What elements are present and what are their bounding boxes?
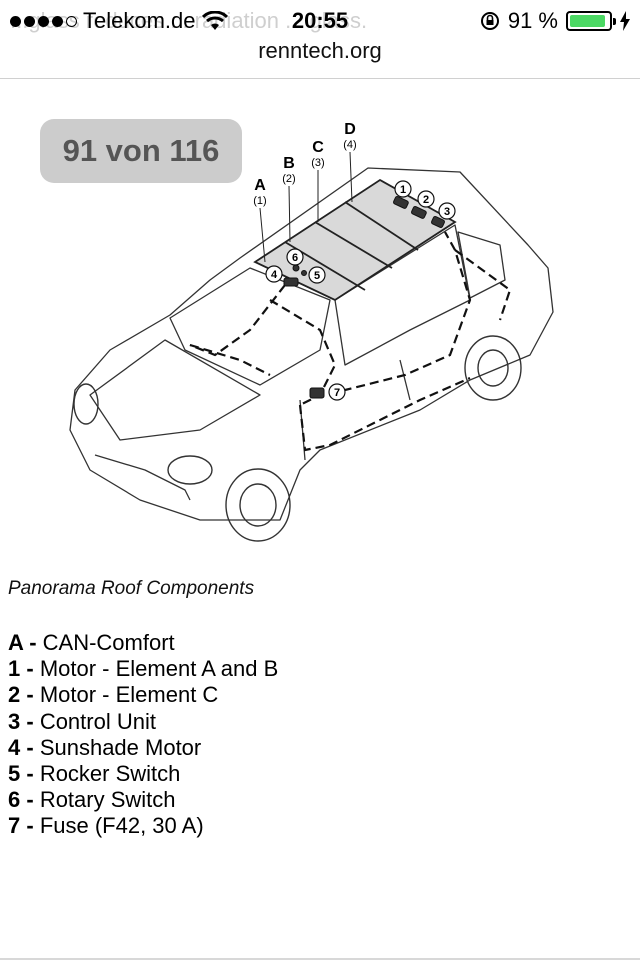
legend-separator: -: [20, 760, 40, 786]
legend-text: CAN-Comfort: [42, 630, 175, 655]
carrier-group: Telekom.de: [10, 8, 228, 34]
label-leaders: [259, 151, 353, 263]
legend-key: 7: [8, 813, 21, 839]
charging-bolt-icon: [620, 11, 630, 31]
legend-separator: -: [20, 787, 40, 813]
battery-icon: [566, 11, 616, 31]
callout-2: 2: [423, 194, 429, 206]
legend-text: Sunshade Motor: [39, 734, 202, 760]
label-b-num: (2): [282, 173, 295, 185]
legend-text: Control Unit: [39, 708, 156, 734]
header-divider: [0, 78, 640, 79]
car-body-outline: [69, 167, 554, 521]
legend-key: 6: [8, 787, 21, 813]
legend-key: 4: [8, 734, 21, 760]
callout-4: 4: [271, 269, 278, 281]
wifi-icon: [201, 11, 228, 30]
label-d-num: (4): [343, 139, 356, 151]
legend-separator: -: [20, 656, 40, 682]
label-b-letter: B: [283, 155, 295, 172]
label-a-letter: A: [254, 177, 266, 194]
legend-item: 5 - Rocker Switch: [8, 761, 278, 787]
legend-text: Motor - Element C: [39, 682, 219, 708]
callout-7: 7: [334, 387, 340, 399]
legend-key: 5: [8, 760, 21, 786]
figure-caption: Panorama Roof Components: [8, 578, 255, 599]
page-counter: 91 von 116: [40, 119, 242, 183]
section-labels: A (1) B (2) C (3) D (4): [253, 121, 356, 207]
roof-components: [283, 195, 445, 399]
legend-text: Fuse (F42, 30 A): [39, 813, 204, 839]
legend-text: Rocker Switch: [39, 760, 181, 786]
callout-numbers: 1 2 3 4 5 6 7: [271, 184, 450, 399]
label-c-num: (3): [311, 157, 324, 169]
legend-text: Rotary Switch: [39, 787, 176, 813]
callout-3: 3: [444, 206, 450, 218]
legend-key: 3: [8, 708, 21, 734]
rotation-lock-icon: [480, 12, 499, 30]
battery-percent: 91 %: [507, 8, 558, 33]
label-d-letter: D: [344, 121, 356, 138]
legend-key: A: [8, 630, 24, 655]
legend-item: A - CAN-Comfort: [8, 630, 278, 656]
wheels: [73, 335, 522, 542]
callout-5: 5: [314, 270, 320, 282]
legend-separator: -: [20, 734, 40, 760]
legend-key: 1: [8, 656, 21, 682]
component-legend: A - CAN-Comfort 1 - Motor - Element A an…: [8, 630, 278, 840]
legend-item: 6 - Rotary Switch: [8, 787, 278, 813]
legend-item: 2 - Motor - Element C: [8, 682, 278, 708]
label-a-num: (1): [253, 195, 266, 207]
status-time: 20:55: [291, 8, 349, 33]
battery-group: 91 %: [480, 8, 630, 34]
label-c-letter: C: [312, 139, 324, 156]
legend-separator: -: [20, 813, 40, 839]
address-bar[interactable]: renntech.org: [258, 38, 382, 63]
battery-fill: [570, 15, 605, 27]
legend-separator: -: [20, 708, 40, 734]
callout-1: 1: [400, 184, 406, 196]
legend-separator: -: [20, 682, 40, 708]
legend-item: 4 - Sunshade Motor: [8, 735, 278, 761]
legend-separator: -: [23, 630, 43, 655]
status-bar: Telekom.de 20:55 91 %: [0, 0, 640, 40]
legend-item: 3 - Control Unit: [8, 709, 278, 735]
legend-text: Motor - Element A and B: [39, 656, 279, 682]
legend-item: 7 - Fuse (F42, 30 A): [8, 813, 278, 839]
legend-item: 1 - Motor - Element A and B: [8, 656, 278, 682]
numbered-callouts: [265, 180, 456, 401]
panorama-roof: [253, 178, 457, 302]
callout-6: 6: [292, 252, 298, 264]
bottom-divider: [0, 958, 640, 960]
car-diagram: A (1) B (2) C (3) D (4) 1 2 3 4 5 6 7: [69, 121, 554, 542]
carrier-name: Telekom.de: [83, 8, 196, 33]
legend-key: 2: [8, 682, 21, 708]
signal-strength-icon: [10, 15, 77, 27]
